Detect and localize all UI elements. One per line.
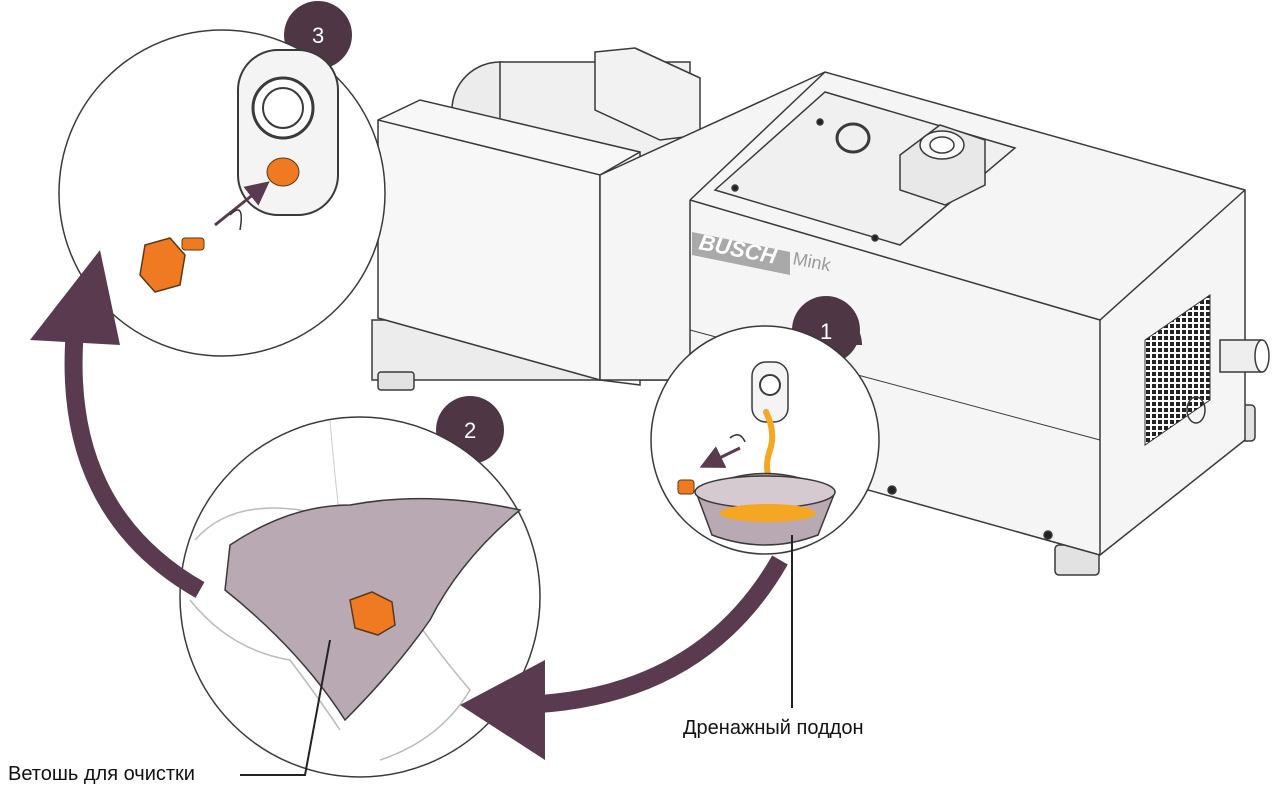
- pump-foot: [378, 372, 414, 390]
- step-1-number: 1: [820, 319, 832, 344]
- drain-pan-label: Дренажный поддон: [683, 717, 864, 740]
- step-3-number: 3: [312, 23, 324, 48]
- drain-plug: [678, 480, 694, 494]
- outlet-pipe: [1220, 340, 1269, 372]
- cleaning-rag-label: Ветошь для очистки: [8, 763, 195, 786]
- drain-hole: [267, 158, 299, 186]
- drain-pan: [695, 474, 835, 546]
- step-2-number: 2: [464, 418, 476, 443]
